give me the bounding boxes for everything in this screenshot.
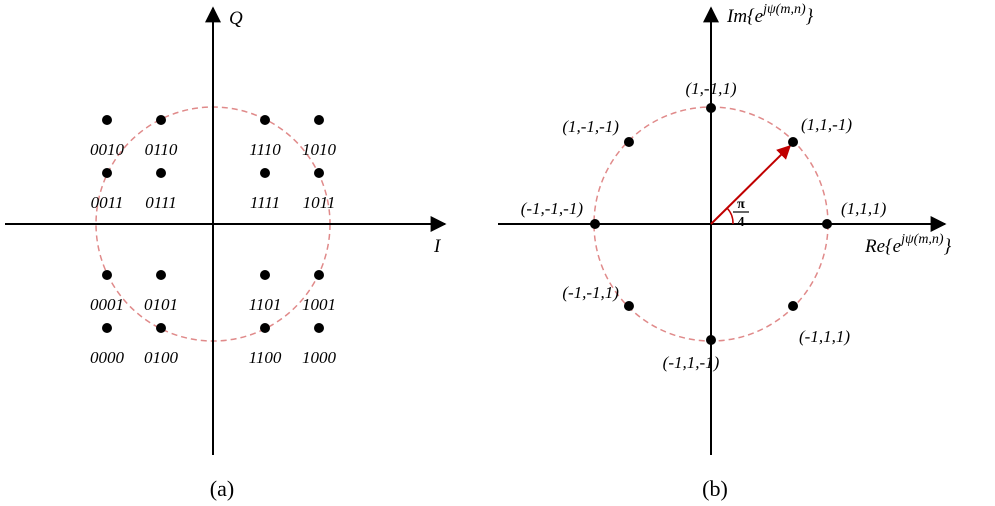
panel-a-point-label: 1110	[249, 140, 281, 159]
panel-a-point	[156, 323, 166, 333]
panel-a-point-label: 1001	[302, 295, 336, 314]
panel-b-point-label: (1,-1,-1)	[562, 117, 619, 136]
panel-a-point	[314, 323, 324, 333]
panel-b-point-label: (-1,-1,-1)	[521, 199, 584, 218]
panel-b-point-label: (1,1,1)	[841, 199, 887, 218]
panel-a-point-label: 0101	[144, 295, 178, 314]
panel-a-point	[102, 323, 112, 333]
panel-b-angle-numerator: π	[737, 197, 745, 212]
panel-b-phase-vector-arrow	[710, 145, 791, 225]
panel-b-point-label: (-1,-1,1)	[562, 283, 619, 302]
panel-a-point-label: 1010	[302, 140, 337, 159]
panel-a-point-label: 1111	[250, 193, 280, 212]
panel-a-point-label: 0000	[90, 348, 125, 367]
panel-a-i-axis-label: I	[433, 236, 442, 257]
panel-a-point	[102, 168, 112, 178]
panel-b-im-axis-label: Im{ejψ(m,n)}	[726, 2, 814, 27]
panel-b-point	[788, 136, 799, 147]
panel-a-point-label: 1011	[303, 193, 336, 212]
panel-b-point	[788, 301, 799, 312]
panel-b-point-label: (-1,1,-1)	[663, 353, 720, 372]
panel-a-point	[102, 115, 112, 125]
panel-a-point-label: 0110	[145, 140, 178, 159]
axis-label-exponent: jψ(m,n)	[899, 232, 944, 247]
panel-b-point	[590, 219, 600, 229]
panel-b-point-label: (1,1,-1)	[801, 115, 852, 134]
panel-a-point	[156, 168, 166, 178]
panel-a-point-label: 1100	[249, 348, 282, 367]
panel-a-point	[156, 270, 166, 280]
panel-a-point	[314, 168, 324, 178]
panel-b-angle-arc	[726, 207, 734, 225]
panel-a-point-label: 0011	[91, 193, 124, 212]
panel-b-point	[623, 136, 634, 147]
panel-b-point-label: (-1,1,1)	[799, 327, 850, 346]
panel-b-angle-denominator: 4	[738, 215, 745, 230]
panel-a-point-label: 0100	[144, 348, 179, 367]
panel-b-caption: (b)	[702, 476, 728, 501]
axis-label-exponent: jψ(m,n)	[761, 2, 806, 17]
panel-a-caption: (a)	[210, 476, 234, 501]
panel-a-16qam-constellation: I Q 0010 0110 1110 1010 0011 0111 1111 1011 0001…	[5, 6, 447, 501]
panel-a-point	[260, 115, 270, 125]
panel-b-point-label: (1,-1,1)	[686, 79, 737, 98]
axis-label-suffix: }	[944, 236, 952, 257]
panel-a-points: 0010 0110 1110 1010 0011 0111 1111 1011 0001 0101…	[90, 115, 337, 367]
panel-a-point	[314, 270, 324, 280]
panel-b-point	[706, 103, 716, 113]
panel-a-point	[260, 168, 270, 178]
panel-a-point-label: 0010	[90, 140, 125, 159]
panel-b-point	[623, 301, 634, 312]
panel-a-point	[156, 115, 166, 125]
panel-b-point	[706, 335, 716, 345]
panel-a-point-label: 1000	[302, 348, 337, 367]
panel-a-point-label: 0001	[90, 295, 124, 314]
panel-b-re-axis-label: Re{ejψ(m,n)}	[864, 232, 952, 257]
panel-a-q-axis-label: Q	[229, 8, 243, 29]
panel-a-point	[260, 270, 270, 280]
panel-a-point	[260, 323, 270, 333]
panel-b-point	[822, 219, 832, 229]
panel-a-point-label: 0111	[145, 193, 176, 212]
panel-b-points: (1,1,1) (1,1,-1) (1,-1,1) (1,-1,-1) (-1,-1,-…	[521, 79, 887, 372]
axis-label-prefix: Im{e	[726, 6, 763, 27]
axis-label-prefix: Re{e	[864, 236, 901, 257]
panel-b-8psk-constellation: Re{ejψ(m,n)} Im{ejψ(m,n)} π 4 (1,1,1)(1,…	[498, 2, 952, 501]
panel-a-point	[102, 270, 112, 280]
panel-a-point-label: 1101	[249, 295, 282, 314]
panel-a-point	[314, 115, 324, 125]
axis-label-suffix: }	[806, 6, 814, 27]
